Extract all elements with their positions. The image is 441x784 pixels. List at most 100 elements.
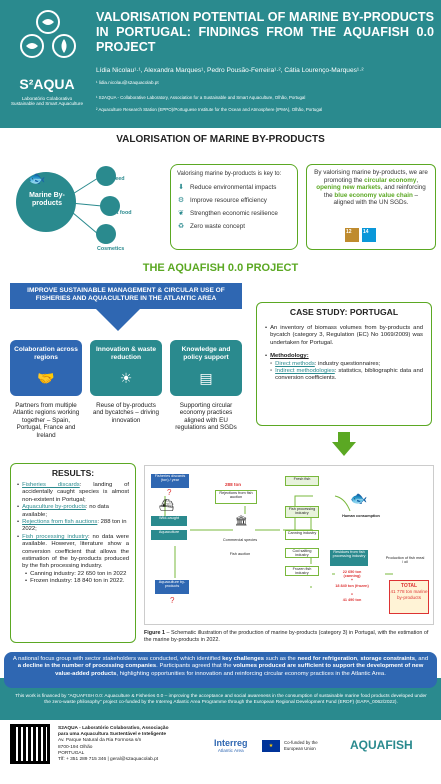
flow-diagram: Fisheries discards (ton) / year ? ⛴ Wild… xyxy=(144,465,434,625)
affiliation-1: ¹ S2AQUA - Collaborative Laboratory, Ass… xyxy=(96,95,306,100)
col-innovation-head: Innovation & waste reduction xyxy=(90,340,162,370)
human-icon: 🐟 xyxy=(350,490,368,506)
col-knowledge-text: Supporting circular economy practices al… xyxy=(175,402,237,432)
total-box: TOTAL 41 778 ton marine by-products xyxy=(389,580,429,614)
result-sub-1: •Canning industry: 22 650 ton in 2022 xyxy=(25,570,127,577)
qmark-2: ? xyxy=(170,596,175,605)
col-knowledge-iconbox: ▤ xyxy=(170,370,242,396)
eu-cofunded: Co-funded by the European Union xyxy=(284,740,318,751)
arrow-down-icon: ⬇ xyxy=(178,184,184,191)
case-study-card: CASE STUDY: PORTUGAL •An inventory of bi… xyxy=(256,302,432,426)
valorisation-title: VALORISATION OF MARINE BY-PRODUCTS xyxy=(116,134,325,145)
sdg-12-badge: 12 xyxy=(345,228,359,242)
org-line-2: para uma Aquacultura Sustentável e Intel… xyxy=(58,732,167,738)
methodology: • Methodology: ▫Direct methods: industry… xyxy=(265,353,423,382)
petfood-label: Pet food xyxy=(110,210,132,216)
case-study-item1: •An inventory of biomass volumes from by… xyxy=(265,325,423,346)
total-value: 41 778 ton marine by-products xyxy=(390,589,428,600)
handshake-icon: 🤝 xyxy=(37,370,55,386)
logo-sub1: Laboratório Colaborativo xyxy=(21,96,73,101)
cod-salting-box: Cod salting industry xyxy=(285,548,319,558)
results-card: RESULTS: •Fisheries discards: landing of… xyxy=(10,463,136,643)
project-goal-bar: IMPROVE SUSTAINABLE MANAGEMENT & CIRCULA… xyxy=(10,283,242,309)
goal-arrow xyxy=(96,309,140,331)
canning-box: Canning industry xyxy=(285,530,319,540)
case-study-title: CASE STUDY: PORTUGAL xyxy=(289,307,399,317)
col-innovation-iconbox: ☀ xyxy=(90,370,162,396)
total-label: TOTAL xyxy=(400,583,418,589)
poster-title: VALORISATION POTENTIAL OF MARINE BY-PROD… xyxy=(96,10,434,54)
wild-caught-box: Wild-caught xyxy=(151,516,187,526)
logo-name: S²AQUA xyxy=(19,76,75,92)
aquaculture-byproducts-box: Aquaculture by-products xyxy=(155,580,189,594)
benefits-card: Valorising marine by-products is key to:… xyxy=(170,164,298,250)
equals-sign: = xyxy=(335,592,369,598)
boat-icon: ⛴ xyxy=(159,498,175,512)
plus-sign: + xyxy=(335,578,369,584)
qmark-1: ? xyxy=(167,488,172,497)
logo-sub2: Sustainable and Smart Aquaculture xyxy=(10,101,83,106)
benefits-title: Valorising marine by-products is key to: xyxy=(177,171,282,177)
results-title: RESULTS: xyxy=(51,468,95,478)
addr-3: PORTUGAL xyxy=(58,750,85,756)
auction-icon: 🏛 xyxy=(235,516,248,527)
residues-box: Residues from fish processing industry xyxy=(330,550,368,566)
col-innovation-text: Reuse of by-products and bycatches – dri… xyxy=(92,402,160,424)
addr-1: Av. Parque Natural da Ria Formosa s/n xyxy=(58,738,142,744)
contact[interactable]: Tlf: + 351 289 715 346 | geral@s2aquacol… xyxy=(58,757,159,763)
authors: Lídia Nicolau¹·¹, Alexandra Marques¹, Pe… xyxy=(96,67,364,74)
footer-contact: S2AQUA - Laboratório Colaborativo, Assoc… xyxy=(58,726,208,763)
figure-caption: Figure 1 – Schematic illustration of the… xyxy=(144,630,429,643)
aquaculture-box: Aquaculture xyxy=(151,530,187,540)
rejections-box: Rejections from fish auction xyxy=(215,490,257,504)
result-2: •Aquaculture by-products: no data availa… xyxy=(17,504,109,518)
byproducts-diagram xyxy=(10,158,140,254)
lightbulb-icon: ☀ xyxy=(119,370,133,386)
commercial-species: Commercial species xyxy=(221,538,259,552)
fish-auction: Fish auction xyxy=(221,552,259,560)
val-288: 288 ton xyxy=(225,482,242,487)
result-sub-2: •Frozen industry: 18 840 ton in 2022. xyxy=(25,578,125,585)
qr-code[interactable] xyxy=(10,724,50,764)
benefit-4: ♻Zero waste concept xyxy=(177,222,245,231)
value-canning: 22 650 ton (canning) xyxy=(335,570,369,578)
benefit-1: ⬇Reduce environmental impacts xyxy=(178,183,277,192)
logo-text: S²AQUA Laboratório Colaborativo Sustaina… xyxy=(6,76,88,106)
human-consumption: Human consumption xyxy=(341,514,381,524)
org-line-1: S2AQUA - Laboratório Colaborativo, Assoc… xyxy=(58,726,169,731)
leaf-icon: ❦ xyxy=(178,210,184,217)
recycle-icon: ♻ xyxy=(177,223,185,230)
case-arrow-head xyxy=(332,442,356,456)
fish-icon: 🐟 xyxy=(28,170,46,186)
fresh-fish-box: Fresh fish xyxy=(285,476,319,486)
aquafish-logo: AQUAFISH xyxy=(350,738,413,752)
col-knowledge-head: Knowledge and policy support xyxy=(170,340,242,370)
email: ¹ lidia.nicolau@s2aquacolab.pt xyxy=(96,80,159,85)
eu-flag-icon: ★ xyxy=(262,740,280,752)
gear-icon: ⚙ xyxy=(177,197,185,204)
affiliation-2: ² Aquaculture Research Station (EPPO)/Po… xyxy=(96,107,323,112)
addr-2: 8700-194 Olhão xyxy=(58,744,93,750)
fisheries-discards-box: Fisheries discards (ton) / year xyxy=(151,474,189,488)
project-title: THE AQUAFISH 0.0 PROJECT xyxy=(142,262,299,274)
result-1: •Fisheries discards: landing of accident… xyxy=(17,482,129,503)
value-frozen: 18 840 ton (frozen) xyxy=(335,584,369,592)
fish-processing-box: Fish processing industry xyxy=(285,506,319,518)
col-collaboration-head: Colaboration across regions xyxy=(10,340,82,370)
cosmetics-label: Cosmetics xyxy=(97,246,125,252)
case-arrow xyxy=(338,432,350,442)
footer-white xyxy=(0,720,441,784)
frozen-fish-box: Frozen fish industry xyxy=(285,566,319,576)
benefit-2: ⚙Improve resource efficiency xyxy=(177,196,267,205)
production-meal-box: Production of fish meal / oil xyxy=(385,556,425,570)
marine-byproducts-label: Marine By-products xyxy=(29,192,65,207)
sdg-14-badge: 14 xyxy=(362,228,376,242)
value-total-processing: 41 490 ton xyxy=(335,598,369,606)
feed-label: Feed xyxy=(112,176,125,182)
footer-funding: This work is financed by "AQUAFISH 0.0: … xyxy=(15,694,427,705)
interreg-logo: Interreg Atlantic Area xyxy=(214,738,248,753)
result-4: •Fish processing industry: no data were … xyxy=(17,533,129,570)
col-collaboration-text: Partners from multiple Atlantic regions … xyxy=(12,402,80,439)
s2aqua-logo-mark xyxy=(20,8,76,68)
focus-group-box: A national focus group with sector stake… xyxy=(4,652,437,688)
